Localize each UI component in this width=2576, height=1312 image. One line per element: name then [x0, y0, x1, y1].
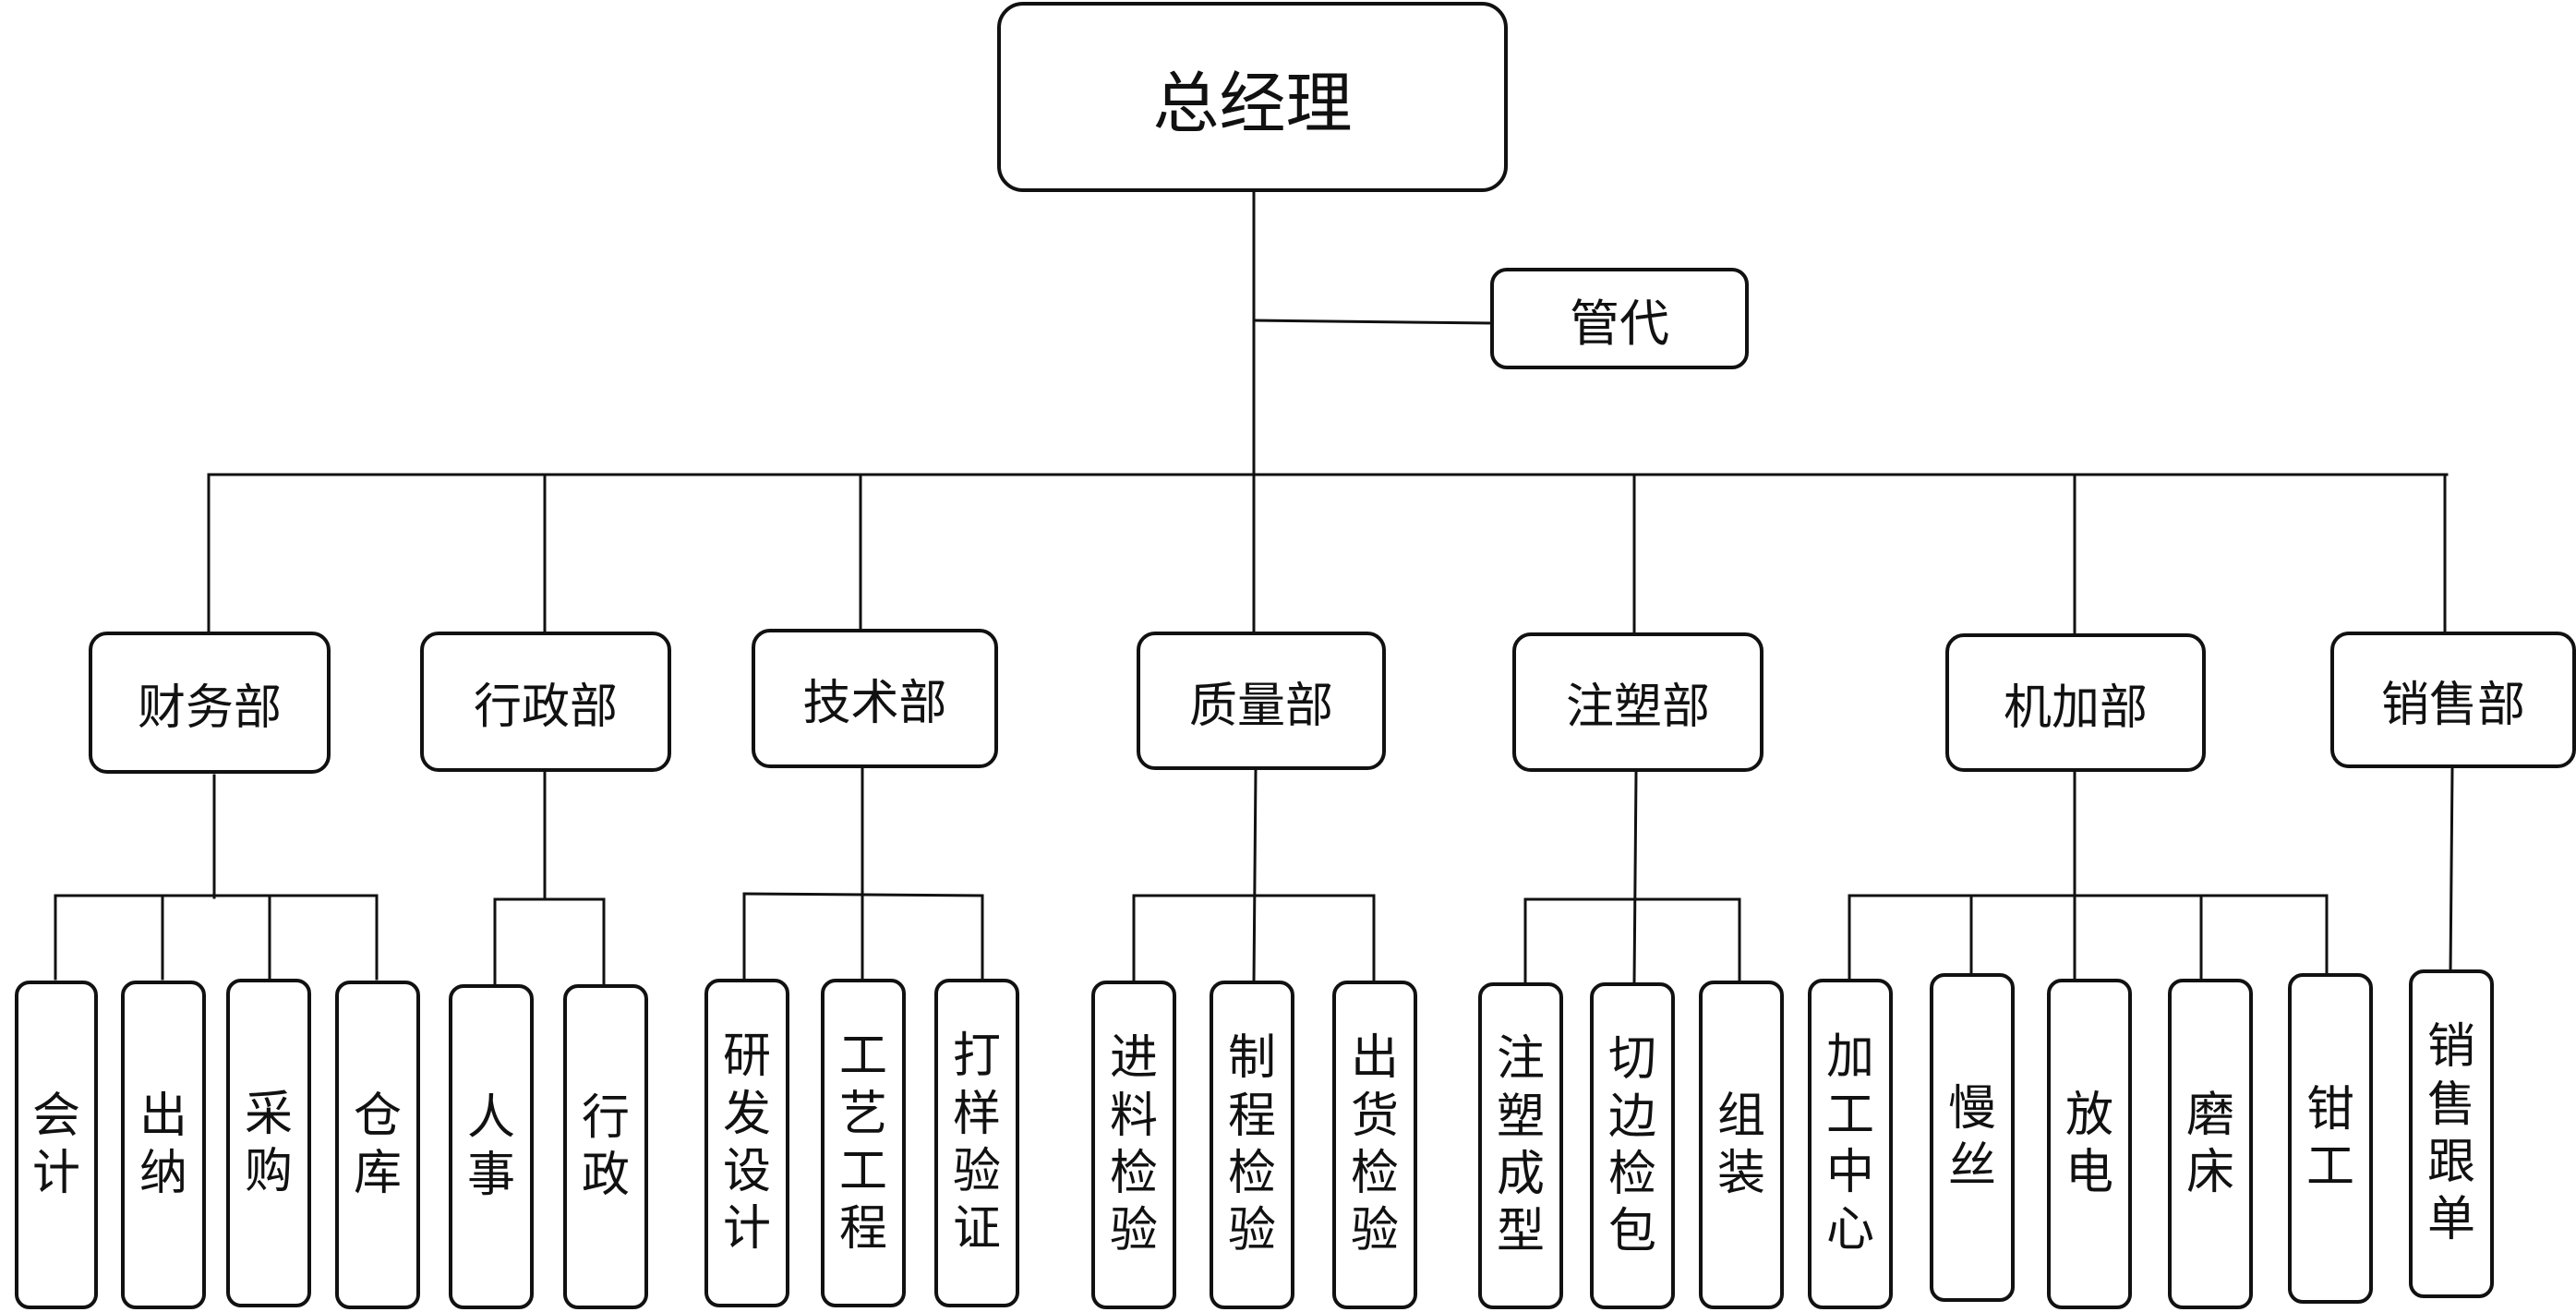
- unit-rnd-design-box: 研发设计: [704, 979, 789, 1307]
- dept-finance-box: 财务部: [89, 632, 331, 774]
- dept-sales-box: 销售部: [2330, 632, 2576, 768]
- dept-technology-box: 技术部: [752, 629, 998, 768]
- unit-assembly-box: 组装: [1699, 981, 1784, 1309]
- unit-incoming-inspection-box: 进料检验: [1091, 981, 1176, 1309]
- dept-machining-box: 机加部: [1945, 633, 2206, 772]
- unit-sales-followup-box: 销售跟单: [2409, 969, 2494, 1298]
- assistant-line: [1252, 319, 1493, 325]
- unit-grinding-box: 磨床: [2168, 979, 2253, 1309]
- unit-accounting-box: 会计: [15, 981, 98, 1309]
- unit-machining-center-box: 加工中心: [1808, 979, 1893, 1309]
- unit-sample-verification-box: 打样验证: [934, 979, 1019, 1307]
- unit-administration-box: 行政: [563, 984, 648, 1309]
- general-manager-box: 总经理: [997, 2, 1508, 192]
- unit-hr-box: 人事: [449, 984, 534, 1309]
- management-representative-label: 管代: [1570, 294, 1669, 353]
- unit-warehouse-box: 仓库: [335, 981, 420, 1309]
- unit-injection-molding-box: 注塑成型: [1478, 982, 1563, 1309]
- dept-quality-box: 质量部: [1137, 632, 1386, 770]
- unit-trim-inspect-pack-box: 切边检包: [1590, 982, 1675, 1309]
- management-representative-box: 管代: [1490, 268, 1749, 369]
- unit-process-engineering-box: 工艺工程: [821, 979, 906, 1307]
- unit-cashier-box: 出纳: [121, 981, 206, 1309]
- unit-wire-edm-box: 慢丝: [1930, 973, 2015, 1302]
- unit-fitter-box: 钳工: [2288, 973, 2373, 1304]
- dept-injection-box: 注塑部: [1512, 632, 1763, 772]
- unit-purchasing-box: 采购: [226, 979, 311, 1307]
- unit-process-inspection-box: 制程检验: [1210, 981, 1294, 1309]
- general-manager-label: 总经理: [1152, 64, 1353, 142]
- dept-admin-box: 行政部: [420, 632, 671, 772]
- unit-edm-box: 放电: [2047, 979, 2132, 1309]
- unit-outgoing-inspection-box: 出货检验: [1332, 981, 1417, 1309]
